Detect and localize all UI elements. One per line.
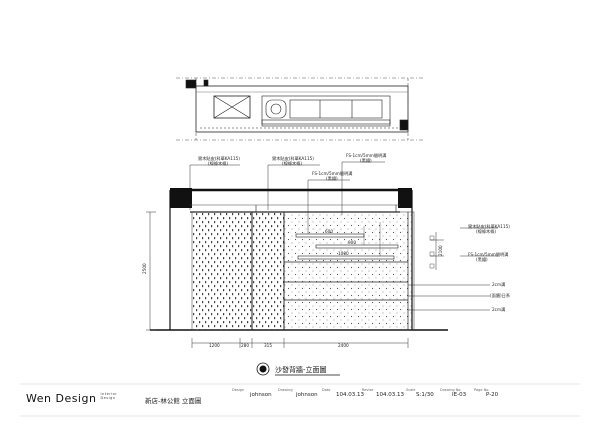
brand-logo: Wen Design Interior Design <box>26 392 118 405</box>
field-scale-value: S:1/30 <box>416 392 434 398</box>
brand-sub: Interior Design <box>100 392 118 400</box>
field-date-label: Date <box>322 388 331 392</box>
plan-view <box>176 77 424 141</box>
field-drawing-value: johnson <box>296 392 318 398</box>
field-design: Design johnson <box>232 388 272 399</box>
callout-groove-mid-line2: (黑鐵) <box>326 175 338 182</box>
brand-name: Wen Design <box>26 392 97 405</box>
field-date: Date 104.03.13 <box>322 388 364 399</box>
callout-dim-2cm-a: 2cm溝 <box>492 281 506 288</box>
bottom-dimension-3: 315 <box>264 343 272 348</box>
field-drawing-label: Drawing <box>278 388 293 392</box>
bottom-dimension-4: 2400 <box>338 343 349 348</box>
callout-dim-wall: (面牆)日系 <box>490 292 510 299</box>
field-revise: Revise 104.03.13 <box>362 388 404 399</box>
dimension-texts: 2500 2100 600 900 1000 1200 280 315 2400 <box>142 229 443 348</box>
callout-texts: 實木貼皮(科華KA115) (線條木條) 實木貼皮(科華KA115) (線條木條… <box>198 152 510 313</box>
field-drawing-no-label: Drawing No. <box>440 388 462 392</box>
callout-wood-veneer-2-line2: (線條木條) <box>282 160 302 167</box>
field-date-value: 104.03.13 <box>336 392 364 398</box>
callout-groove-right-line1: FS-1cm/5mm間明溝 <box>468 251 509 258</box>
callout-wood-veneer-1-line1: 實木貼皮(科華KA115) <box>198 155 240 162</box>
shelf-length-1: 600 <box>325 229 333 234</box>
callout-groove-top-line1: FS-1cm/5mm間明溝 <box>346 152 387 159</box>
height-left-dimension: 2500 <box>142 263 147 274</box>
callout-groove-mid-line1: FS-1cm/5mm間明溝 <box>312 170 353 177</box>
height-shelf-dimension: 2100 <box>438 245 443 256</box>
drawing-title-group: 沙發背牆-立面圖 <box>256 362 340 376</box>
field-design-value: johnson <box>250 392 272 398</box>
callout-right-veneer-line2: (線條木條) <box>476 228 496 235</box>
field-drawing: Drawing johnson <box>278 388 318 399</box>
field-page-no: Page No. P-20 <box>474 388 498 399</box>
callout-groove-right-line2: (黑鐵) <box>476 256 488 263</box>
field-page-no-value: P-20 <box>486 392 499 398</box>
bottom-dimension-2: 280 <box>241 343 249 348</box>
field-drawing-no-value: IE-03 <box>452 392 467 398</box>
field-drawing-no: Drawing No. IE-03 <box>440 388 466 399</box>
callout-dim-2cm-b: 2cm溝 <box>492 306 506 313</box>
field-design-label: Design <box>232 388 245 392</box>
project-name: 新店-林公館 立面圖 <box>145 397 202 405</box>
elevation-view <box>146 188 448 348</box>
field-revise-label: Revise <box>362 388 374 392</box>
bottom-dimension-1: 1200 <box>209 343 220 348</box>
shelf-length-2: 900 <box>348 240 356 245</box>
field-scale: Scale S:1/30 <box>406 388 434 399</box>
shelf-length-3: 1000 <box>338 251 349 256</box>
field-scale-label: Scale <box>406 388 416 392</box>
title-block-fields: Design johnson Drawing johnson Date 104.… <box>0 388 600 414</box>
callout-groove-top-line2: (黑鐵) <box>360 157 372 164</box>
callout-wood-veneer-2-line1: 實木貼皮(科華KA115) <box>272 155 314 162</box>
callout-right-veneer-line1: 實木貼皮(科華KA115) <box>468 223 510 230</box>
field-page-no-label: Page No. <box>474 388 490 392</box>
drawing-title: 沙發背牆-立面圖 <box>275 365 327 374</box>
field-revise-value: 104.03.13 <box>376 392 404 398</box>
callout-wood-veneer-1-line2: (線條木條) <box>208 160 228 167</box>
